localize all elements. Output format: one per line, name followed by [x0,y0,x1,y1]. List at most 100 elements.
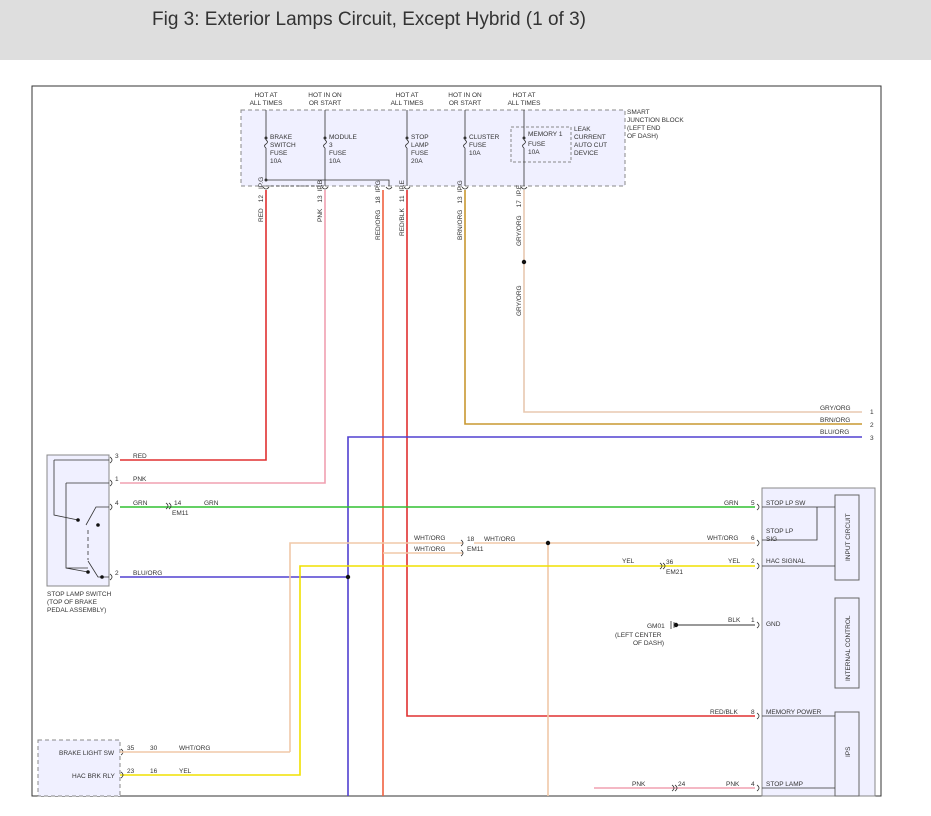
mod-name-stop-lamp: STOP LAMP [766,781,803,788]
right-num-2: 2 [870,422,874,429]
right-label-brn-org: BRN/ORG [820,417,850,424]
fuse-node-1 [264,136,268,140]
mod-wire-pnk: PNK [726,781,740,788]
wire-red-blk [406,190,755,717]
leak-device-label: LEAK CURRENT AUTO CUT DEVICE [574,126,609,157]
vlabel-red-org: RED/ORG18IP.G [375,180,382,240]
mod-wire-red-blk: RED/BLK [710,709,738,716]
wire-pnk [120,190,326,484]
vlabel-gry-org: GRY/ORG17IP.E [516,184,523,246]
mod-name-memory-power: MEMORY POWER [766,709,822,716]
leak-device-box [510,126,572,163]
pnk-bottom-connector [671,784,678,792]
mod-pin-8: 8 [751,709,755,716]
mod-name-gnd: GND [766,621,781,628]
module-pin-marks [756,503,760,792]
em11-wht-wire-low: WHT/ORG [414,546,445,553]
mod-wire-blk: BLK [728,617,741,624]
pnk-bottom-pin: 24 [678,781,686,788]
right-num-3: 3 [870,435,874,442]
fuse-splice [264,178,268,182]
switch-pin-marks [109,456,113,581]
pnk-bottom-wire: PNK [632,781,646,788]
em11-wht-wire-in: WHT/ORG [414,535,445,542]
vertical-labels: RED12IP.G PNK13IP.B RED/ORG18IP.G RED/BL… [258,177,523,316]
switch-contact-1 [76,518,80,522]
mod-pin-2: 2 [751,558,755,565]
em21-conn: EM21 [666,569,683,576]
wire-gry-org [523,190,862,413]
em11-wht-pin: 18 [467,536,475,543]
mod-pin-1: 1 [751,617,755,624]
wire-red [120,190,267,461]
right-num-1: 1 [870,409,874,416]
sls-pin-3: 3 [115,453,119,460]
splice-blu-org [345,574,351,580]
ground-symbol [670,621,675,629]
switch-contact-2 [96,523,100,527]
ground-name: GM01 [647,623,665,630]
block-connector-marks [262,186,528,190]
wire-wht-org [289,542,755,796]
sls-wire-grn: GRN [133,500,148,507]
diagram-frame [31,85,882,797]
vlabel-gry-org-lower: GRY/ORG [516,285,523,316]
mod-pin-4: 4 [751,781,755,788]
em21-connector [659,562,666,570]
sls-wire-pnk: PNK [133,476,147,483]
mod-name-hac-signal: HAC SIGNAL [766,558,806,565]
module-internal-lines [762,506,835,789]
vlabel-red-blk: RED/BLK11IP.E [399,179,406,236]
splice-gnd [673,622,679,628]
fuse-node-3 [405,136,409,140]
em11-grn-conn: EM11 [172,510,189,517]
bm-name-brake-light-sw: BRAKE LIGHT SW [59,750,115,757]
sls-pin-4: 4 [115,500,119,507]
mod-wire-grn: GRN [724,500,739,507]
stop-lamp-switch-internals [53,459,109,578]
splice-gry-org [521,259,527,265]
wire-brn-org [464,190,862,425]
bm-wire-wht-org: WHT/ORG [179,745,210,752]
bm-wire-yel: YEL [179,768,192,775]
em11-wht-conn: EM11 [467,546,484,553]
block-ips [834,711,860,797]
right-label-blu-org: BLU/ORG [820,429,849,436]
sls-wire-red: RED [133,453,147,460]
vlabel-brn-org: BRN/ORG13IP.G [457,180,464,240]
em21-pin: 36 [666,559,674,566]
switch-contact-4 [100,575,104,579]
bm-p2-16: 16 [150,768,158,775]
wire-yel [120,565,755,776]
block-label-input-circuit: INPUT CIRCUIT [845,513,852,561]
splice-wht-org [545,540,551,546]
switch-contact-3 [86,570,90,574]
sls-wire-blu-org: BLU/ORG [133,570,162,577]
em11-wht-connector [460,539,464,557]
bm-p1-23: 23 [127,768,135,775]
fuse-links [264,110,526,187]
mod-pin-6: 6 [751,535,755,542]
vlabel-red: RED12IP.G [258,177,265,222]
block-label-ips: IPS [845,746,852,757]
em11-wht-wire-out: WHT/ORG [484,536,515,543]
em21-wire-in: YEL [622,558,635,565]
mod-wire-yel: YEL [728,558,741,565]
junction-block-label: SMART JUNCTION BLOCK (LEFT END OF DASH) [627,109,686,140]
sls-pin-1: 1 [115,476,119,483]
block-internal-control [834,597,860,689]
em11-grn-connector [165,502,172,510]
page-title: Fig 3: Exterior Lamps Circuit, Except Hy… [152,9,586,30]
block-label-internal-control: INTERNAL CONTROL [845,615,852,681]
bottom-module-pin-marks [120,748,124,779]
